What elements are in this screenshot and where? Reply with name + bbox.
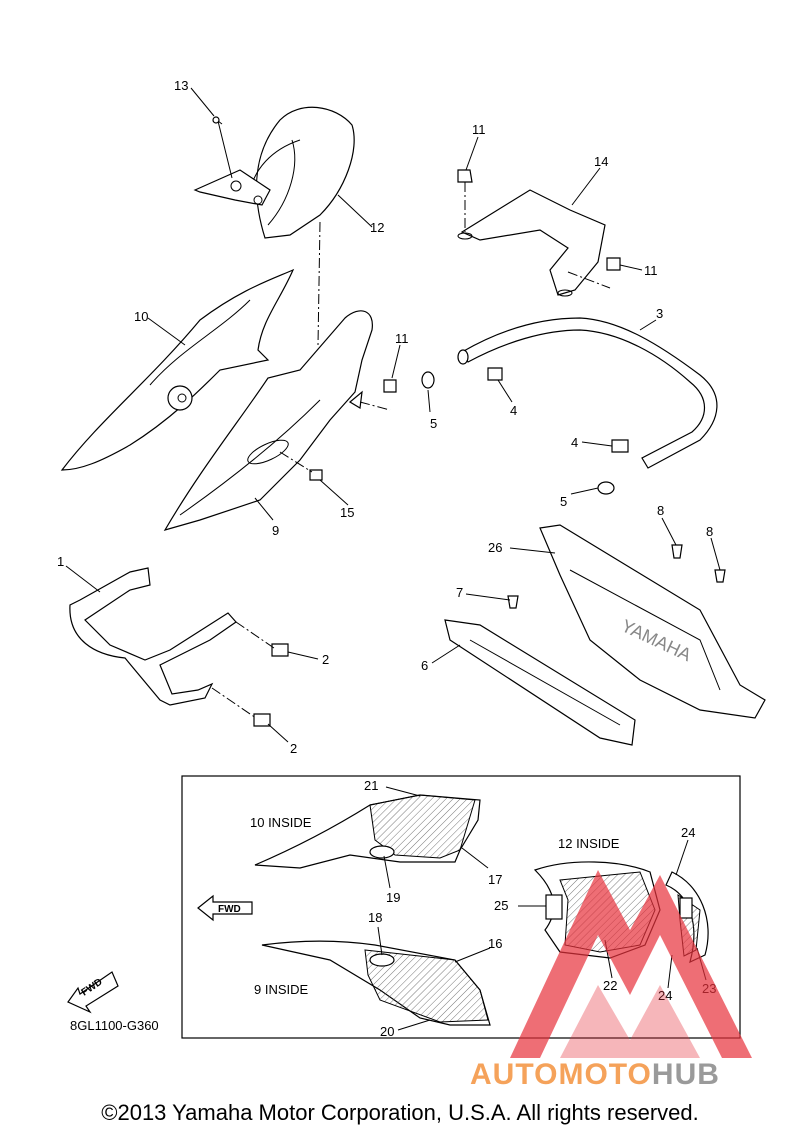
part-14-bracket bbox=[457, 189, 606, 297]
callout-24: 24 bbox=[658, 988, 672, 1003]
label-10-inside: 10 INSIDE bbox=[250, 815, 312, 830]
callout-2: 2 bbox=[290, 741, 297, 756]
leader-dash bbox=[235, 621, 275, 649]
callout-20: 20 bbox=[380, 1024, 394, 1039]
watermark-part1: AUTOMOTO bbox=[470, 1058, 652, 1091]
diagram-code: 8GL1100-G360 bbox=[70, 1018, 159, 1033]
part-3-grab-bar bbox=[457, 317, 718, 469]
leader-dash bbox=[211, 687, 257, 719]
part-7-rivet bbox=[507, 595, 519, 609]
callout-13: 13 bbox=[174, 78, 188, 93]
inset-10-inside bbox=[254, 794, 481, 869]
watermark-logo bbox=[510, 870, 752, 1058]
callout-11: 11 bbox=[395, 331, 409, 346]
callout-18: 18 bbox=[368, 910, 382, 925]
callout-25: 25 bbox=[494, 898, 508, 913]
callout-15: 15 bbox=[340, 505, 354, 520]
part-26-mudflap: YAMAHA bbox=[539, 524, 766, 719]
callout-26: 26 bbox=[488, 540, 502, 555]
callout-19: 19 bbox=[386, 890, 400, 905]
callout-numbers: 13 12 11 14 11 3 10 11 5 4 4 5 15 9 1 2 … bbox=[57, 78, 716, 1039]
part-6-plate bbox=[444, 619, 636, 746]
part-4-bolt-b bbox=[611, 439, 629, 453]
part-11-bolt-mid bbox=[359, 379, 397, 411]
part-10-side-cover bbox=[60, 268, 295, 471]
copyright-notice: ©2013 Yamaha Motor Corporation, U.S.A. A… bbox=[101, 1100, 699, 1125]
callout-4: 4 bbox=[571, 435, 578, 450]
callout-3: 3 bbox=[656, 306, 663, 321]
callout-8: 8 bbox=[706, 524, 713, 539]
callout-2: 2 bbox=[322, 652, 329, 667]
leader-dash bbox=[317, 221, 321, 346]
callout-5: 5 bbox=[430, 416, 437, 431]
label-12-inside: 12 INSIDE bbox=[558, 836, 620, 851]
callout-24: 24 bbox=[681, 825, 695, 840]
callout-12: 12 bbox=[370, 220, 384, 235]
callout-22: 22 bbox=[603, 978, 617, 993]
watermark-part2: HUB bbox=[651, 1058, 720, 1091]
part-9-side-cover bbox=[163, 310, 373, 531]
callout-17: 17 bbox=[488, 872, 502, 887]
part-11-bolt-top bbox=[457, 169, 473, 232]
part-1-bracket bbox=[69, 567, 237, 706]
part-11-bolt-right bbox=[567, 257, 621, 289]
inset-labels: 10 INSIDE 9 INSIDE 12 INSIDE bbox=[250, 815, 620, 997]
part-8-rivet-b bbox=[714, 569, 726, 583]
svg-text:FWD: FWD bbox=[218, 904, 241, 915]
part-13-screw bbox=[212, 116, 233, 179]
part-2-bolt-a bbox=[271, 643, 289, 657]
callout-14: 14 bbox=[594, 154, 608, 169]
part-8-rivet-a bbox=[671, 544, 683, 559]
callout-11: 11 bbox=[644, 263, 658, 278]
fwd-arrow-inset: FWD bbox=[197, 894, 253, 922]
label-9-inside: 9 INSIDE bbox=[254, 982, 309, 997]
part-4-bolt-a bbox=[487, 367, 503, 381]
callout-1: 1 bbox=[57, 554, 64, 569]
part-5-cap-b bbox=[597, 481, 615, 495]
watermark-text: AUTOMOTOHUB bbox=[470, 1058, 720, 1092]
inset-9-inside bbox=[261, 940, 491, 1026]
part-2-bolt-b bbox=[253, 713, 271, 727]
callout-21: 21 bbox=[364, 778, 378, 793]
callout-5: 5 bbox=[560, 494, 567, 509]
callout-11: 11 bbox=[472, 122, 486, 137]
callout-7: 7 bbox=[456, 585, 463, 600]
callout-9: 9 bbox=[272, 523, 279, 538]
fwd-badge: FWD bbox=[67, 971, 119, 1014]
part-5-cap-a bbox=[421, 371, 435, 389]
part-12-seat-cowl bbox=[193, 106, 355, 239]
callout-4: 4 bbox=[510, 403, 517, 418]
part-15-bolt bbox=[279, 451, 323, 481]
callout-8: 8 bbox=[657, 503, 664, 518]
callout-16: 16 bbox=[488, 936, 502, 951]
callout-6: 6 bbox=[421, 658, 428, 673]
callout-10: 10 bbox=[134, 309, 148, 324]
inset-frame bbox=[181, 775, 741, 1039]
